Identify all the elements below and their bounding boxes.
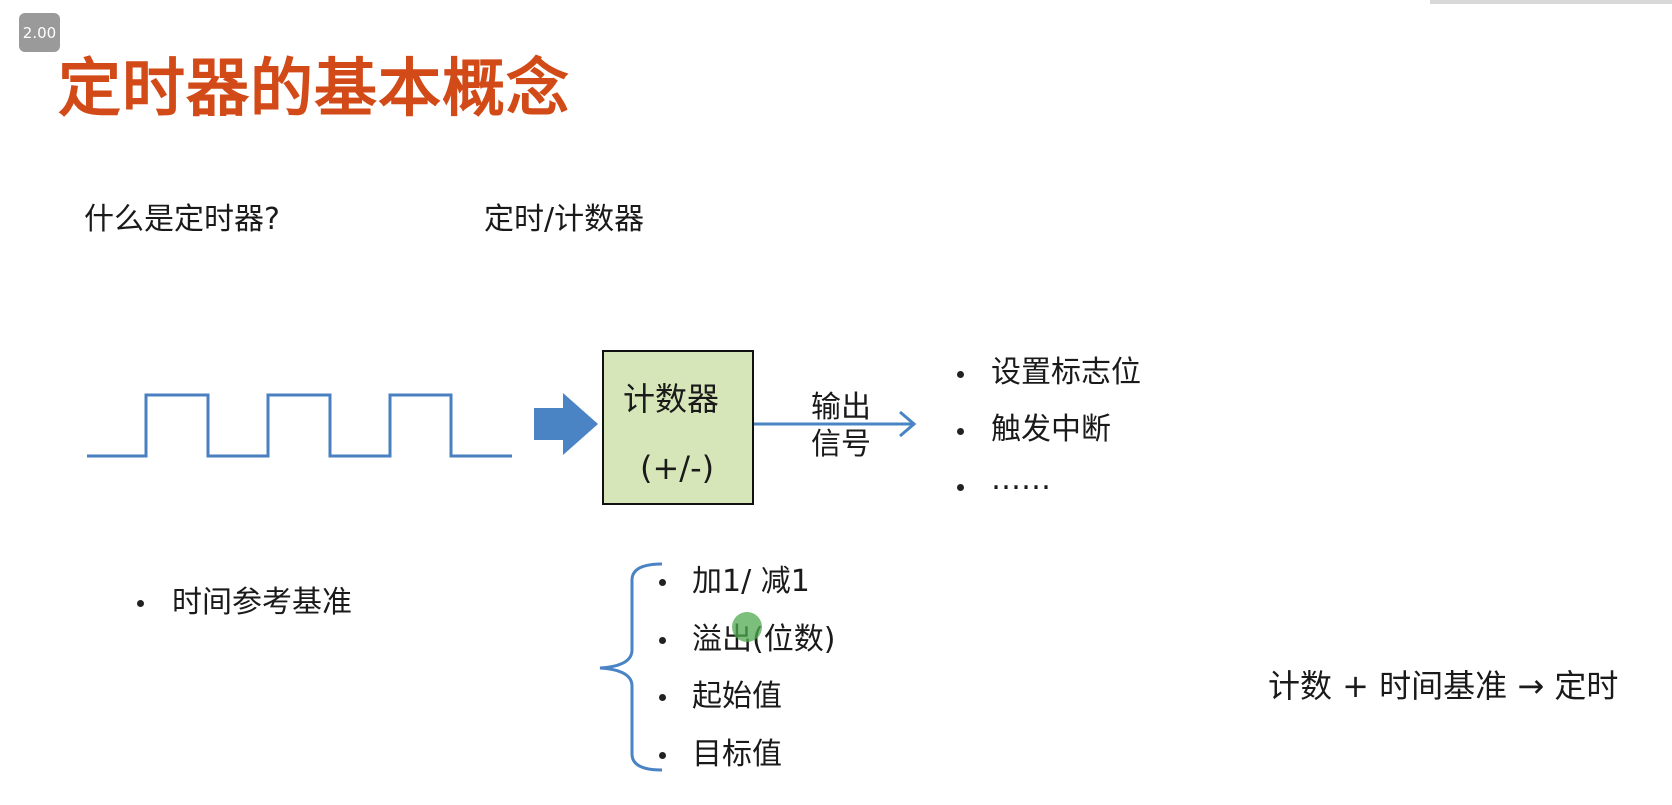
square-wave bbox=[87, 393, 512, 458]
bullet bbox=[957, 484, 964, 491]
counter-mode: (+/-) bbox=[640, 449, 715, 487]
counter-property: 目标值 bbox=[692, 737, 782, 772]
counter-label: 计数器 bbox=[623, 380, 720, 418]
output-item: 触发中断 bbox=[991, 412, 1111, 447]
counter-box bbox=[602, 350, 754, 505]
bullet bbox=[137, 600, 144, 607]
subtitle-text: 定时/计数器 bbox=[484, 202, 645, 237]
bullet bbox=[957, 428, 964, 435]
output-label-line1: 输出 bbox=[811, 390, 871, 425]
formula-text: 计数 + 时间基准 → 定时 bbox=[1268, 667, 1619, 705]
output-label-line2: 信号 bbox=[811, 427, 871, 462]
input-arrow bbox=[534, 393, 598, 455]
output-arrow-head bbox=[899, 410, 917, 438]
counter-property: 溢出(位数) bbox=[692, 622, 836, 657]
mouse-cursor-highlight bbox=[732, 612, 762, 642]
time-reference-text: 时间参考基准 bbox=[172, 585, 352, 620]
bullet bbox=[659, 637, 666, 644]
bullet bbox=[659, 579, 666, 586]
output-item: …… bbox=[991, 462, 1051, 497]
question-text: 什么是定时器? bbox=[84, 202, 280, 237]
curly-brace bbox=[599, 562, 663, 772]
counter-property: 起始值 bbox=[692, 679, 782, 714]
bullet bbox=[957, 371, 964, 378]
playback-speed-badge[interactable]: 2.00 bbox=[19, 13, 60, 52]
slide-title: 定时器的基本概念 bbox=[58, 51, 570, 125]
top-bar bbox=[1430, 0, 1672, 4]
bullet bbox=[659, 694, 666, 701]
output-item: 设置标志位 bbox=[991, 355, 1141, 390]
counter-property: 加1/ 减1 bbox=[692, 564, 810, 599]
bullet bbox=[659, 752, 666, 759]
